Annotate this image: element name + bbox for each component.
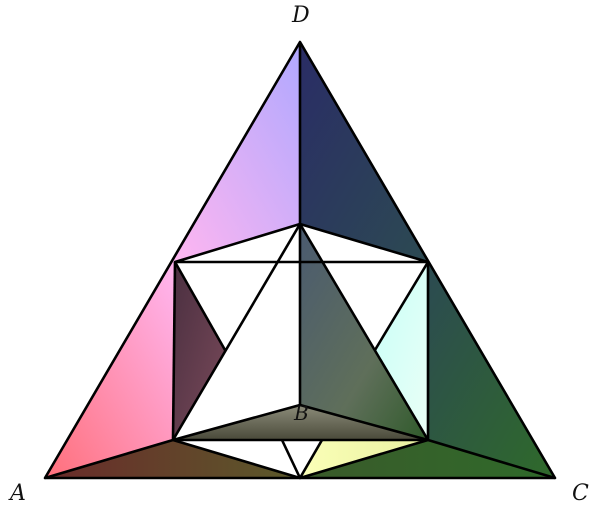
edge-C-B: [427, 438, 556, 480]
inner-top-band: [173, 222, 430, 264]
inner-left-wedge-a: [173, 261, 227, 351]
vertex-label-D: D: [291, 3, 310, 28]
vertex-label-C: C: [572, 481, 589, 506]
vertex-label-B: B: [293, 401, 309, 425]
small-hole-left: [280, 439, 302, 479]
mid-band: [172, 403, 429, 442]
vertex-label-A: A: [8, 481, 26, 506]
inner-diag-left-down: [171, 223, 302, 441]
face-left-inner: [173, 262, 225, 440]
inner-diag-right-down: [298, 223, 430, 441]
edge-A-B: [44, 438, 174, 480]
inner-left-vertical: [171, 261, 177, 441]
face-mid-bottom: [173, 405, 428, 440]
hole-top-left: [175, 224, 300, 350]
face-bottom-right: [300, 440, 555, 478]
yellow-edge: [298, 439, 324, 479]
hole-top-right: [300, 224, 428, 350]
vertex-labels: D A C B: [8, 3, 589, 506]
face-cyan: [375, 262, 428, 440]
hole-bottom-small: [282, 440, 322, 478]
edges: [43, 40, 557, 480]
face-bottom-left: [45, 440, 300, 478]
inner-right-wedge-a: [373, 261, 430, 351]
